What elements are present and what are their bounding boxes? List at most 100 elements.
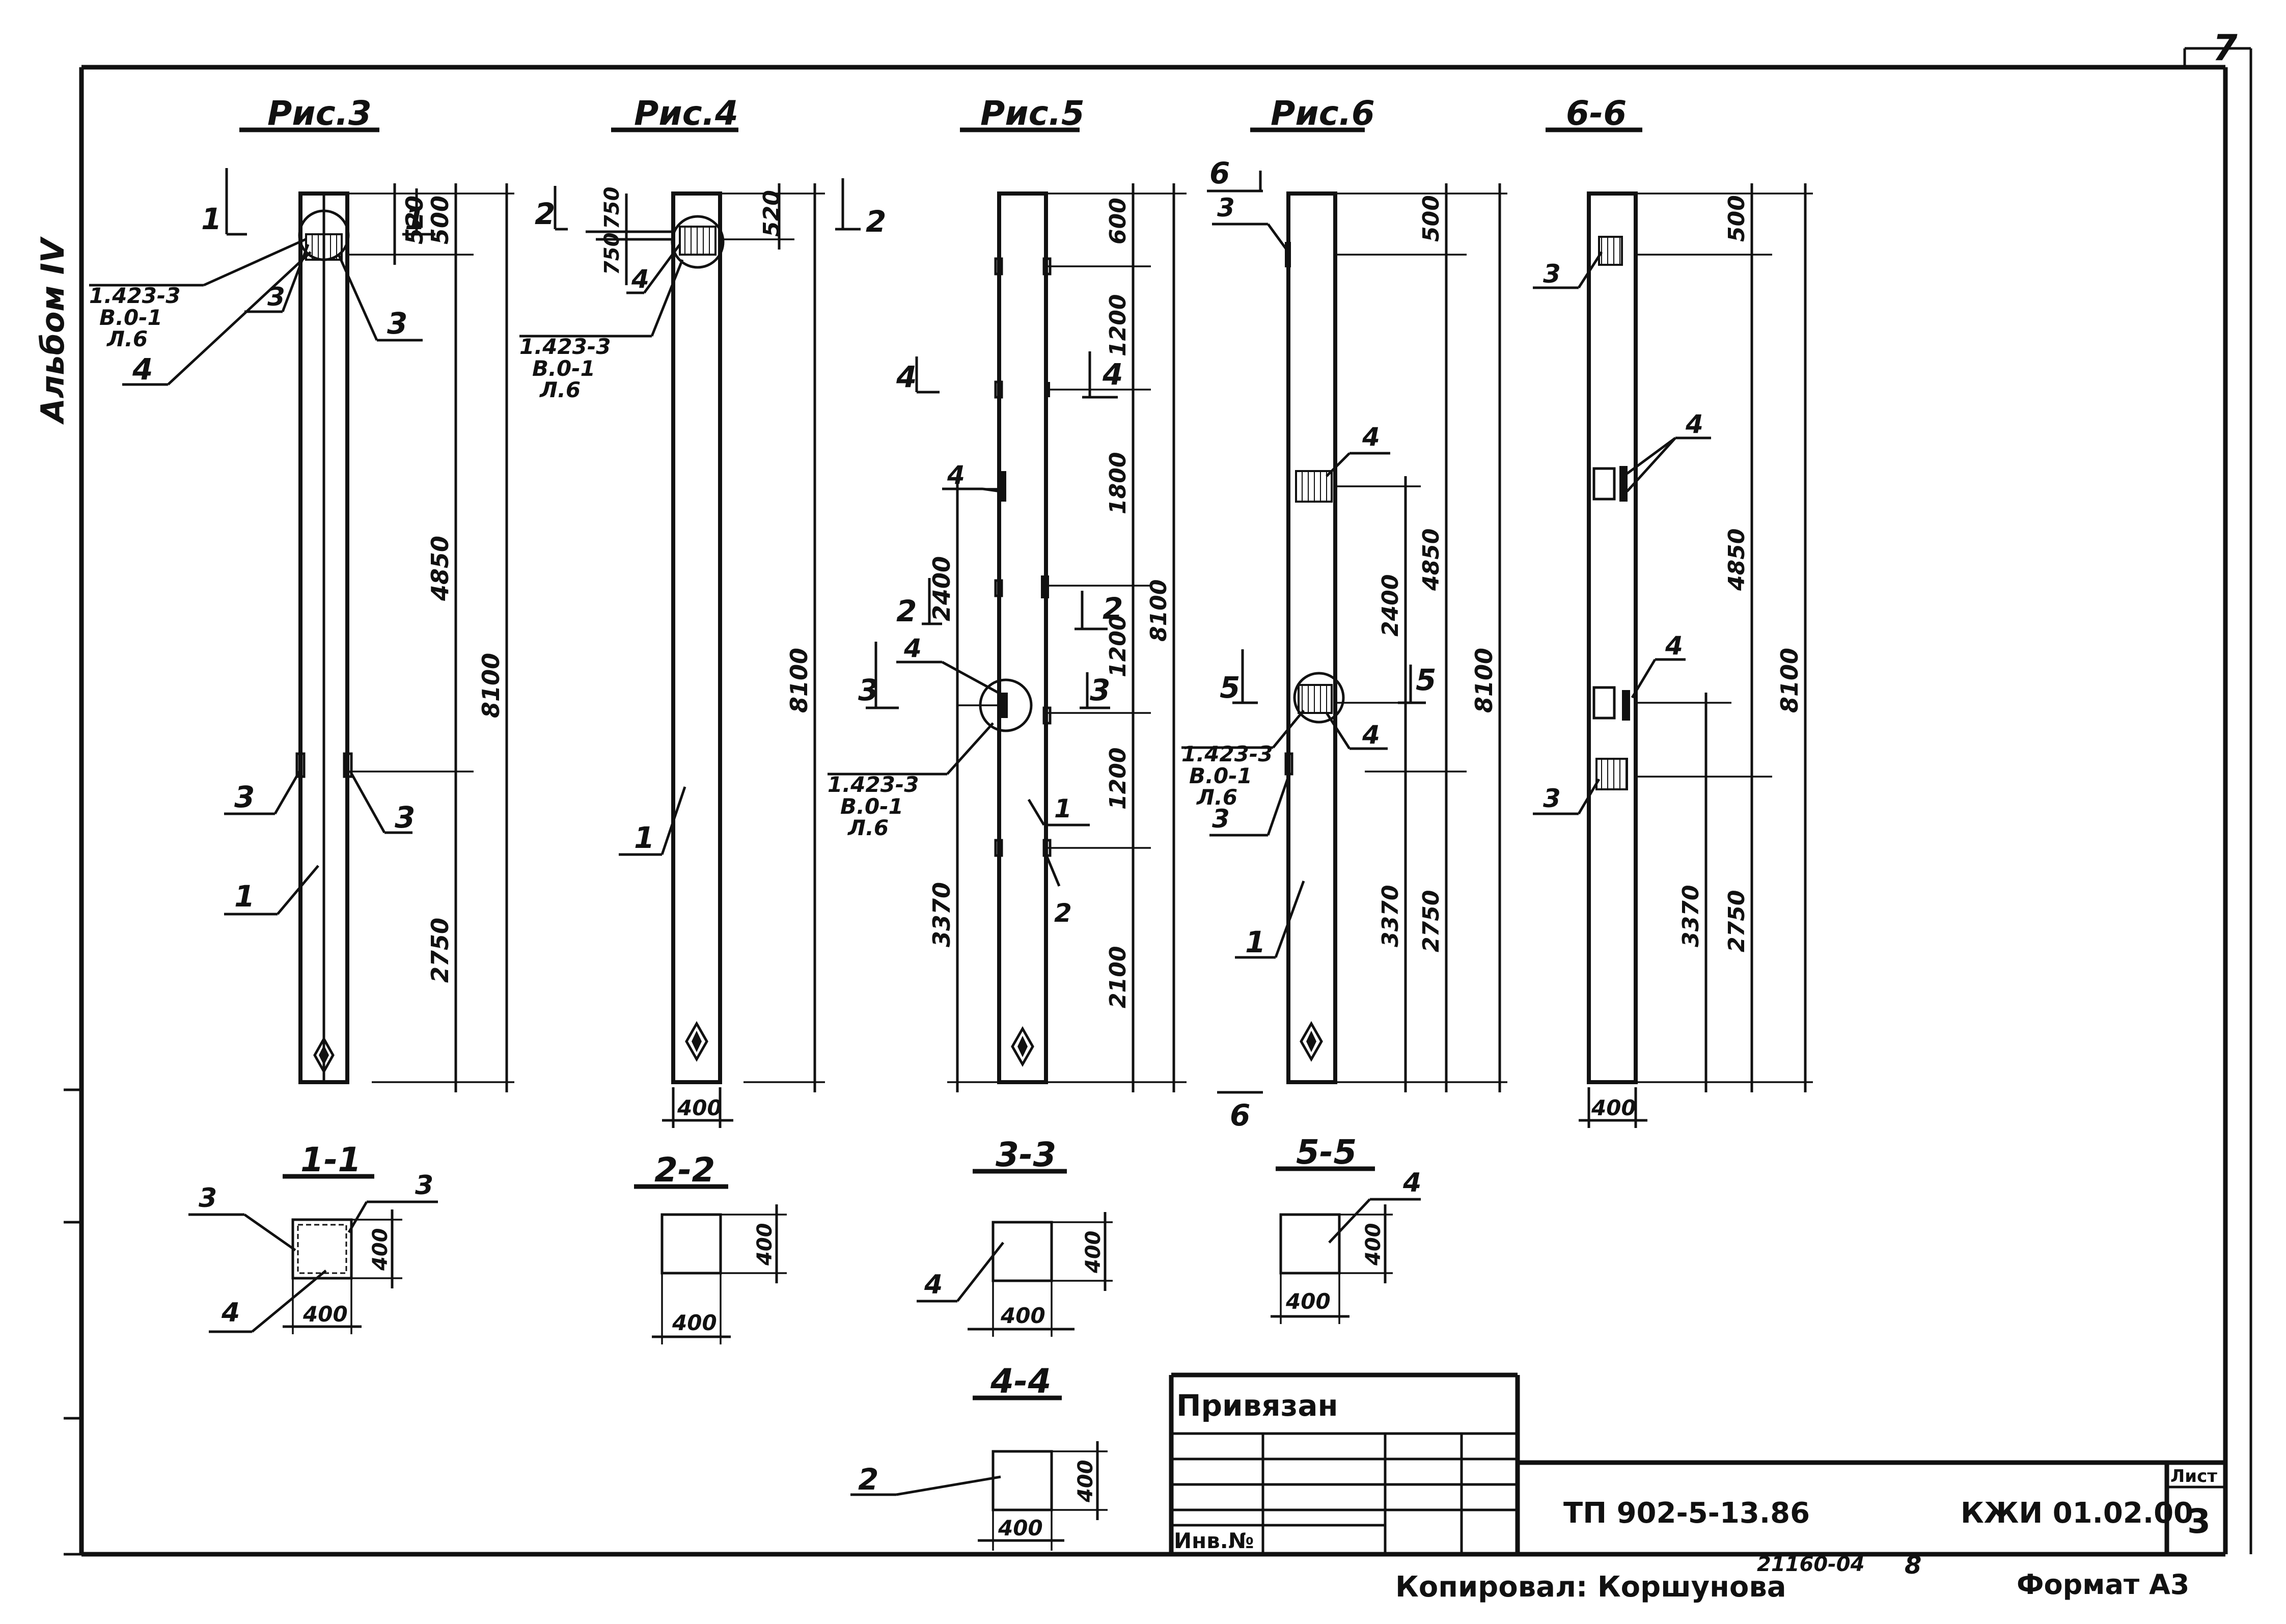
section-title: 1-1 xyxy=(300,1140,361,1179)
section-title: 2-2 xyxy=(654,1150,715,1190)
document-code: КЖИ 01.02.00 xyxy=(1961,1497,2193,1530)
part-mark: 1 xyxy=(234,879,255,914)
dimension-label: 750 xyxy=(600,233,624,276)
footer: Копировал: Коршунова 21160-04 8 Формат А… xyxy=(1395,1551,2189,1604)
cut-mark: 4 xyxy=(896,360,917,394)
copied-by: Копировал: Коршунова xyxy=(1395,1571,1786,1604)
reference-label: Л.6 xyxy=(539,377,581,402)
dimension-label: 8100 xyxy=(477,653,505,718)
dimension-label: 3370 xyxy=(1678,885,1704,947)
section-title: 5-5 xyxy=(1296,1133,1357,1172)
dimension-label: 1200 xyxy=(1105,615,1131,677)
reference-label: В.0-1 xyxy=(1189,763,1252,788)
part-mark: 4 xyxy=(1362,422,1380,452)
part-mark: 4 xyxy=(1665,631,1683,660)
figure-title: Рис.4 xyxy=(634,94,738,133)
reference-label: В.0-1 xyxy=(532,356,595,381)
copy-number: 8 xyxy=(1905,1551,1921,1580)
sheet-number: 3 xyxy=(2187,1502,2211,1541)
part-mark: 1 xyxy=(634,820,654,855)
column-outline xyxy=(1286,191,1337,1084)
dimension-label: 2100 xyxy=(1105,946,1131,1008)
dimension-label: 3370 xyxy=(1378,885,1403,947)
part-mark: 4 xyxy=(1402,1168,1421,1198)
part-mark: 4 xyxy=(221,1298,240,1328)
dimension-label: 4850 xyxy=(1418,529,1444,591)
reference-label: 1.423-3 xyxy=(1181,741,1273,766)
sheet-frame xyxy=(64,47,2252,1557)
detail-circle xyxy=(1293,672,1345,724)
dimension-label: 8100 xyxy=(1146,580,1172,642)
dimension-label: 750 xyxy=(600,187,624,230)
dimension-label: 520 xyxy=(759,190,785,237)
embedded-plate xyxy=(1298,684,1333,714)
figure-title: Рис.5 xyxy=(980,94,1085,133)
diamond-mark xyxy=(313,1036,335,1075)
dimension-label: 400 xyxy=(1285,1289,1331,1314)
part-mark: 3 xyxy=(1543,259,1561,289)
figure-4: Рис.4 2 2 750 750 4 520 8100 400 1. xyxy=(519,94,886,1128)
section-title: 4-4 xyxy=(990,1362,1051,1401)
dimension-label: 400 xyxy=(302,1302,348,1327)
part-mark: 4 xyxy=(947,460,965,490)
section-4-4: 4-4 400 400 2 xyxy=(850,1362,1108,1551)
dimension-label: 400 xyxy=(998,1516,1043,1540)
part-mark: 1 xyxy=(1245,925,1265,959)
dimension-label: 1800 xyxy=(1105,452,1131,514)
part-mark: 3 xyxy=(387,306,407,341)
sheet-label: Лист xyxy=(2170,1466,2217,1487)
part-mark: 1 xyxy=(1054,794,1072,823)
dimension-label: 520 xyxy=(401,196,428,244)
part-mark: 4 xyxy=(132,352,153,387)
dimension-label: 400 xyxy=(672,1310,717,1335)
format-label: Формат А3 xyxy=(2017,1568,2189,1601)
reference-label: 1.423-3 xyxy=(519,334,611,359)
reference-label: 1.423-3 xyxy=(828,772,919,797)
dimension-label: 4850 xyxy=(1724,529,1750,591)
reference-label: Л.6 xyxy=(1196,785,1237,810)
figure-title: Рис.6 xyxy=(1271,94,1375,133)
dimension-label: 2750 xyxy=(426,918,454,983)
dimension-label: 8100 xyxy=(785,648,813,713)
part-mark: 4 xyxy=(1362,720,1380,750)
dimension-label: 1200 xyxy=(1105,294,1131,356)
cut-mark: 1 xyxy=(201,202,222,236)
dimension-label: 2750 xyxy=(1724,890,1750,952)
part-mark: 3 xyxy=(1217,193,1235,223)
embedded-plate xyxy=(305,233,343,261)
cut-mark: 3 xyxy=(858,673,878,707)
cut-mark: 2 xyxy=(535,197,555,231)
reference-label: В.0-1 xyxy=(840,794,903,819)
part-mark: 3 xyxy=(199,1183,217,1214)
diamond-mark xyxy=(1300,1021,1323,1062)
reference-label: Л.6 xyxy=(106,326,148,351)
figure-6: Рис.6 6 6 3 4 5 5 4 1.423-3 В.0-1 Л. xyxy=(1181,94,1507,1133)
dimension-label: 500 xyxy=(426,196,454,244)
detail-circle xyxy=(671,215,725,269)
part-mark: 3 xyxy=(234,780,255,814)
cut-mark: 6 xyxy=(1230,1098,1250,1133)
part-mark: 2 xyxy=(1054,898,1072,928)
part-mark: 3 xyxy=(1212,804,1230,834)
dimension-label: 400 xyxy=(1082,1231,1105,1274)
embedded-plate xyxy=(1295,470,1333,503)
dimension-label: 400 xyxy=(369,1228,392,1272)
section-5-5: 5-5 400 400 4 xyxy=(1271,1133,1421,1324)
figure-3: Рис.3 1 1 520 500 4850 8100 2750 1.423- xyxy=(89,94,514,1092)
dimension-label: 400 xyxy=(1591,1095,1636,1120)
part-mark: 3 xyxy=(395,800,415,835)
dimension-label: 2750 xyxy=(1418,890,1444,952)
embedded-plate xyxy=(1598,236,1623,266)
figure-5: Рис.5 4 4 4 2 2 3 xyxy=(828,94,1187,1092)
inventory-label: Инв.№ xyxy=(1174,1528,1254,1553)
dimension-label: 400 xyxy=(1074,1460,1097,1503)
embedded-parts xyxy=(994,257,1052,857)
embedded-plate xyxy=(679,226,717,256)
part-mark: 3 xyxy=(1543,784,1561,813)
column-outline xyxy=(1587,191,1638,1084)
dimension-label: 400 xyxy=(677,1095,722,1120)
cut-mark: 1 xyxy=(405,202,425,236)
dimension-label: 400 xyxy=(753,1223,777,1267)
diamond-mark xyxy=(1011,1026,1034,1067)
